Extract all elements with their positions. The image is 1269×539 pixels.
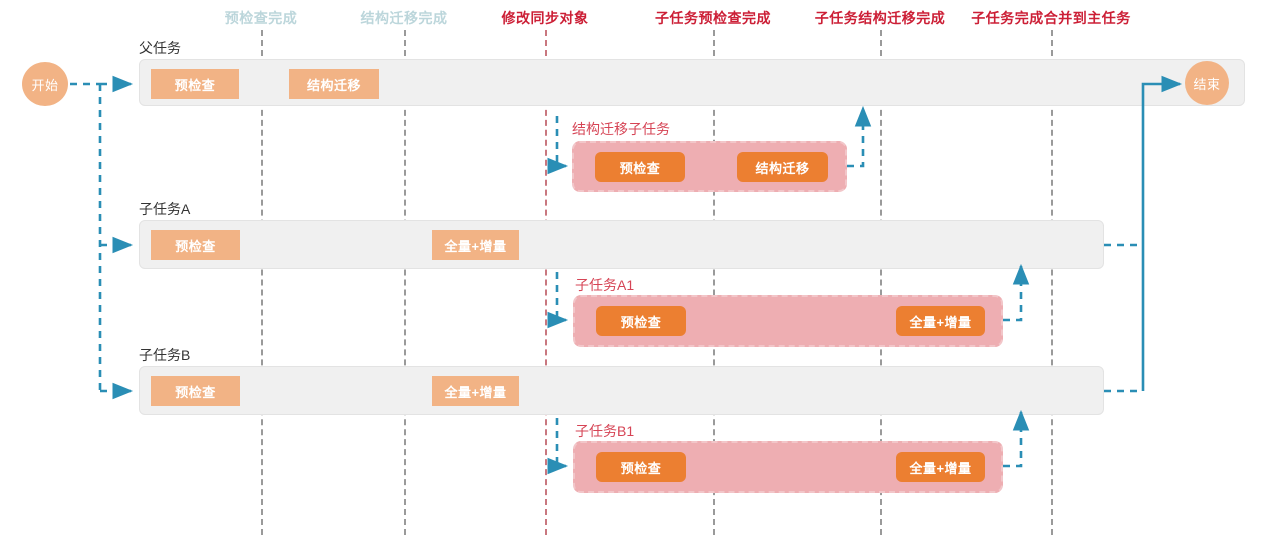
lane-title-parent-task: 父任务 (139, 40, 181, 56)
edge-subtask-b1-merge (1003, 409, 1030, 468)
lane-sub-task-b (139, 366, 1104, 415)
subtask-group-title-structure-migration-subtask: 结构迁移子任务 (572, 121, 670, 137)
milestone-label-2: 结构迁移完成 (360, 10, 448, 26)
milestone-line-3 (545, 30, 547, 535)
task-node[interactable]: 预检查 (151, 230, 240, 260)
subtask-group-title-sub-task-a1: 子任务A1 (575, 277, 635, 293)
milestone-line-4 (713, 30, 715, 535)
milestone-label-5: 子任务结构迁移完成 (814, 10, 946, 26)
milestone-label-1: 预检查完成 (224, 10, 298, 26)
lane-sub-task-a (139, 220, 1104, 269)
edge-right-spine-to-end (1141, 75, 1183, 391)
edge-to-subtask-a1 (547, 272, 569, 329)
task-node[interactable]: 预检查 (151, 376, 240, 406)
task-node[interactable]: 全量+增量 (432, 230, 519, 260)
subtask-node[interactable]: 结构迁移 (737, 152, 828, 182)
edge-to-structure-subtask (547, 116, 569, 175)
edge-structure-subtask-merge (847, 105, 872, 168)
milestone-line-2 (404, 30, 406, 535)
edge-to-subtask-b1 (547, 418, 569, 475)
milestone-line-1 (261, 30, 263, 535)
milestone-line-6 (1051, 30, 1053, 535)
subtask-node[interactable]: 预检查 (596, 452, 686, 482)
lane-title-sub-task-b: 子任务B (139, 347, 191, 363)
task-node[interactable]: 预检查 (151, 69, 239, 99)
terminal-node-end[interactable]: 结束 (1185, 61, 1229, 105)
subtask-node[interactable]: 全量+增量 (896, 306, 985, 336)
subtask-group-title-sub-task-b1: 子任务B1 (575, 423, 635, 439)
terminal-node-start[interactable]: 开始 (22, 62, 68, 106)
subtask-node[interactable]: 预检查 (596, 306, 686, 336)
milestone-label-6: 子任务完成合并到主任务 (971, 10, 1131, 26)
lane-title-sub-task-a: 子任务A (139, 201, 191, 217)
task-node[interactable]: 全量+增量 (432, 376, 519, 406)
milestone-line-5 (880, 30, 882, 535)
subtask-node[interactable]: 预检查 (595, 152, 685, 182)
subtask-node[interactable]: 全量+增量 (896, 452, 985, 482)
task-node[interactable]: 结构迁移 (289, 69, 379, 99)
edge-subtask-a1-merge (1003, 263, 1030, 322)
milestone-label-3: 修改同步对象 (501, 10, 589, 26)
milestone-label-4: 子任务预检查完成 (655, 10, 771, 26)
